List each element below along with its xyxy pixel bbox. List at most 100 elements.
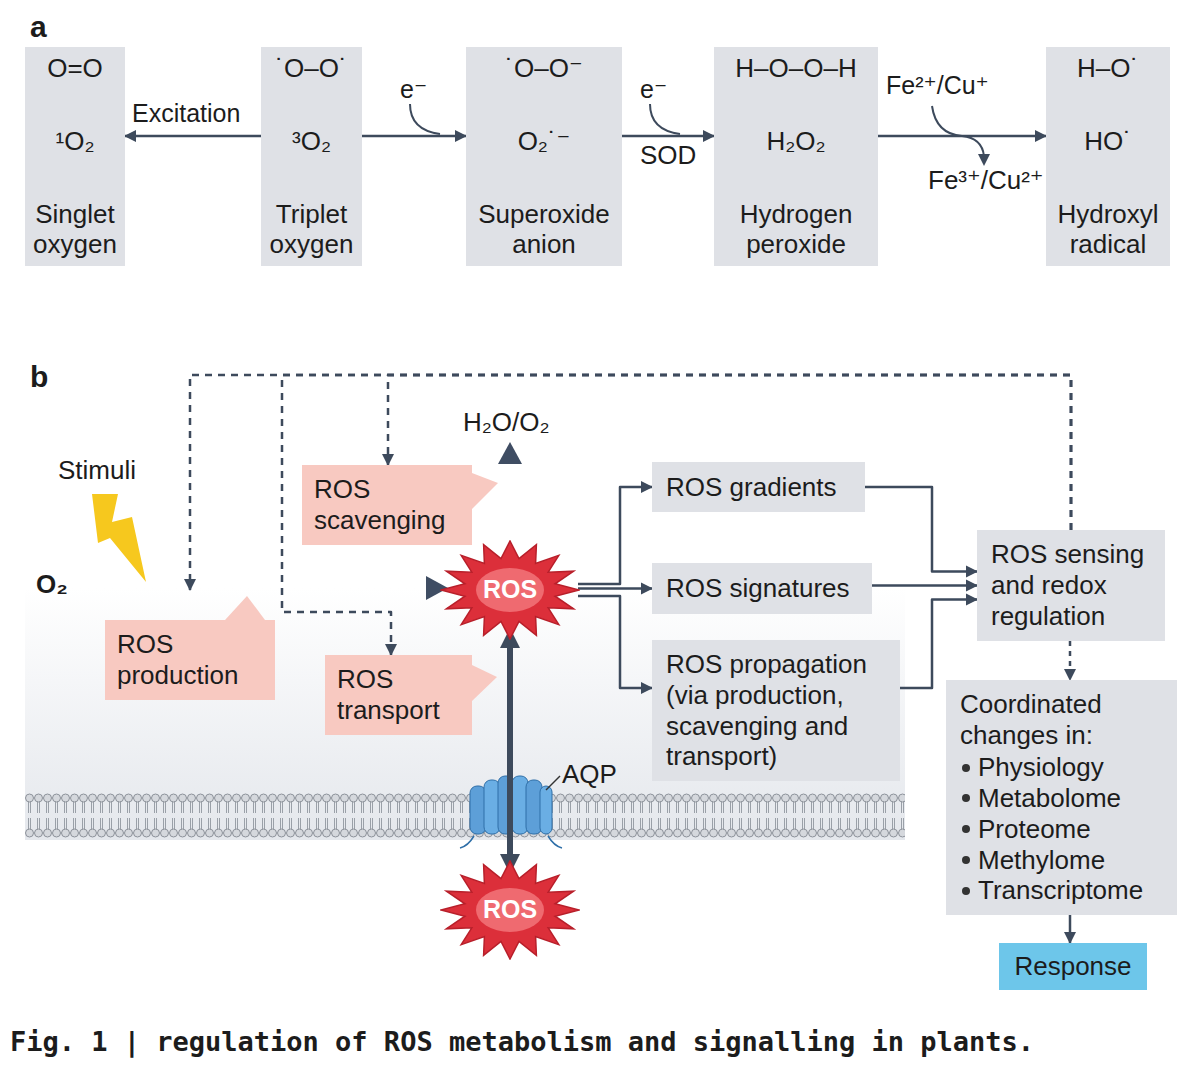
flow-connector: [362, 135, 466, 138]
node-text: ³O₂: [292, 126, 331, 157]
process-box: ROS sensing and redox regulation: [977, 530, 1165, 641]
node-text: H₂O₂: [766, 126, 825, 157]
bullet: [962, 825, 970, 833]
feedback-connector: [388, 375, 1071, 530]
node-text: ROS signatures: [666, 573, 858, 604]
node-text: ROS: [483, 895, 537, 925]
node-text: ROS sensing and redox regulation: [991, 539, 1151, 631]
flow-connector: [1069, 641, 1072, 680]
burst-glow: [476, 568, 544, 612]
node-text: Coordinated changes in:: [960, 689, 1163, 750]
node-text: ROS transport: [337, 664, 460, 725]
process-box: ROS signatures: [652, 563, 872, 614]
node-text: O₂˙⁻: [518, 126, 571, 157]
node-text: Methylome: [978, 845, 1105, 876]
panel-letter: b: [30, 360, 48, 395]
oxygen-species-box: H–O˙ HO˙ Hydroxyl radical: [1046, 47, 1170, 266]
molecule-label: O₂: [36, 570, 68, 600]
process-box: ROS gradients: [652, 462, 865, 512]
node-text: Singlet oxygen: [29, 199, 121, 260]
node-text: ROS gradients: [666, 472, 851, 503]
burst-glow: [476, 888, 544, 932]
flow-connector: [125, 135, 261, 138]
edge-label: e⁻: [398, 76, 429, 104]
list-item: Methylome: [960, 845, 1163, 876]
enzyme-label: SOD: [640, 141, 696, 171]
bullet: [962, 764, 970, 772]
edge-label: Fe²⁺/Cu⁺: [884, 72, 991, 100]
flow-connector: [1069, 915, 1072, 943]
edge-label: e⁻: [638, 76, 669, 104]
callout-tail-shape: [472, 665, 497, 701]
oxygen-species-box: H–O–O–H H₂O₂ Hydrogen peroxide: [714, 47, 878, 266]
callout-tail-shape: [225, 596, 265, 620]
figure-caption: Fig. 1 | regulation of ROS metabolism an…: [10, 1026, 1034, 1057]
flow-connector: [865, 487, 977, 572]
process-callout: ROS transport: [325, 655, 472, 735]
ion-label: Fe³⁺/Cu²⁺: [928, 166, 1044, 196]
node-text: ROS production: [117, 629, 263, 690]
node-text: ˙O–O˙: [275, 53, 347, 84]
cell-ground: [25, 588, 905, 840]
node-text: Metabolome: [978, 783, 1121, 814]
aqp-leader: [546, 776, 560, 790]
scavenging-arrow: [507, 462, 514, 540]
bullet: [962, 887, 970, 895]
node-text: H–O˙: [1077, 53, 1139, 84]
flow-connector: [578, 596, 652, 688]
lightning-bolt: [92, 494, 146, 582]
flow-connector: [900, 600, 977, 689]
callout-tail: [325, 655, 326, 656]
flow-connector: [507, 630, 513, 872]
burst-outline: [441, 861, 579, 959]
node-text: Hydroxyl radical: [1050, 199, 1166, 260]
list-item: Metabolome: [960, 783, 1163, 814]
list-item: Proteome: [960, 814, 1163, 845]
callout-tail: [302, 465, 303, 466]
feedback-connector: [282, 375, 1071, 655]
process-callout: ROS scavenging: [302, 465, 472, 545]
metal-hook: [932, 106, 984, 156]
flow-connector: [872, 584, 977, 587]
channel-label: AQP: [562, 760, 617, 790]
node-text: Triplet oxygen: [265, 199, 358, 260]
node-text: Response: [1014, 951, 1131, 982]
list-item: Transcriptome: [960, 875, 1163, 906]
burst-outline: [441, 541, 579, 639]
flow-connector: [578, 587, 652, 590]
bullet: [962, 856, 970, 864]
node-text: ROS scavenging: [314, 474, 460, 535]
ros-burst: ROS: [440, 860, 580, 960]
node-text: Hydrogen peroxide: [718, 199, 874, 260]
node-text: HO˙: [1084, 126, 1132, 157]
oxygen-species-box: O=O ¹O₂ Singlet oxygen: [25, 47, 125, 266]
process-box: ROS propagation (via production, scaveng…: [652, 640, 900, 781]
node-text: ˙O–O⁻: [505, 53, 582, 84]
ros-burst: ROS: [440, 540, 580, 640]
electron-hook: [650, 104, 680, 134]
node-text: ¹O₂: [56, 126, 95, 157]
node-text: O=O: [47, 53, 103, 84]
o2-flow-head: [426, 576, 448, 600]
node-text: ROS: [483, 575, 537, 605]
node-text: H–O–O–H: [735, 53, 856, 84]
o2-flow-arrow: [86, 584, 430, 592]
product-label: H₂O/O₂: [463, 408, 550, 438]
metal-hook-head: [978, 154, 990, 166]
oxygen-species-box: ˙O–O˙ ³O₂ Triplet oxygen: [261, 47, 362, 266]
bullet: [962, 794, 970, 802]
flow-connector: [622, 135, 714, 138]
node-text: Superoxide anion: [470, 199, 618, 260]
feedback-connector: [190, 375, 1071, 590]
edge-label: Excitation: [130, 100, 242, 128]
oxygen-species-box: ˙O–O⁻ O₂˙⁻ Superoxide anion: [466, 47, 622, 266]
callout-tail: [105, 620, 106, 621]
node-text: ROS propagation (via production, scaveng…: [666, 649, 886, 772]
process-callout: ROS production: [105, 620, 275, 700]
electron-hook: [410, 104, 440, 134]
scavenging-head: [498, 442, 522, 464]
list-item: Physiology: [960, 752, 1163, 783]
membrane: [25, 792, 905, 838]
node-text: Proteome: [978, 814, 1091, 845]
stimulus-label: Stimuli: [58, 456, 136, 486]
